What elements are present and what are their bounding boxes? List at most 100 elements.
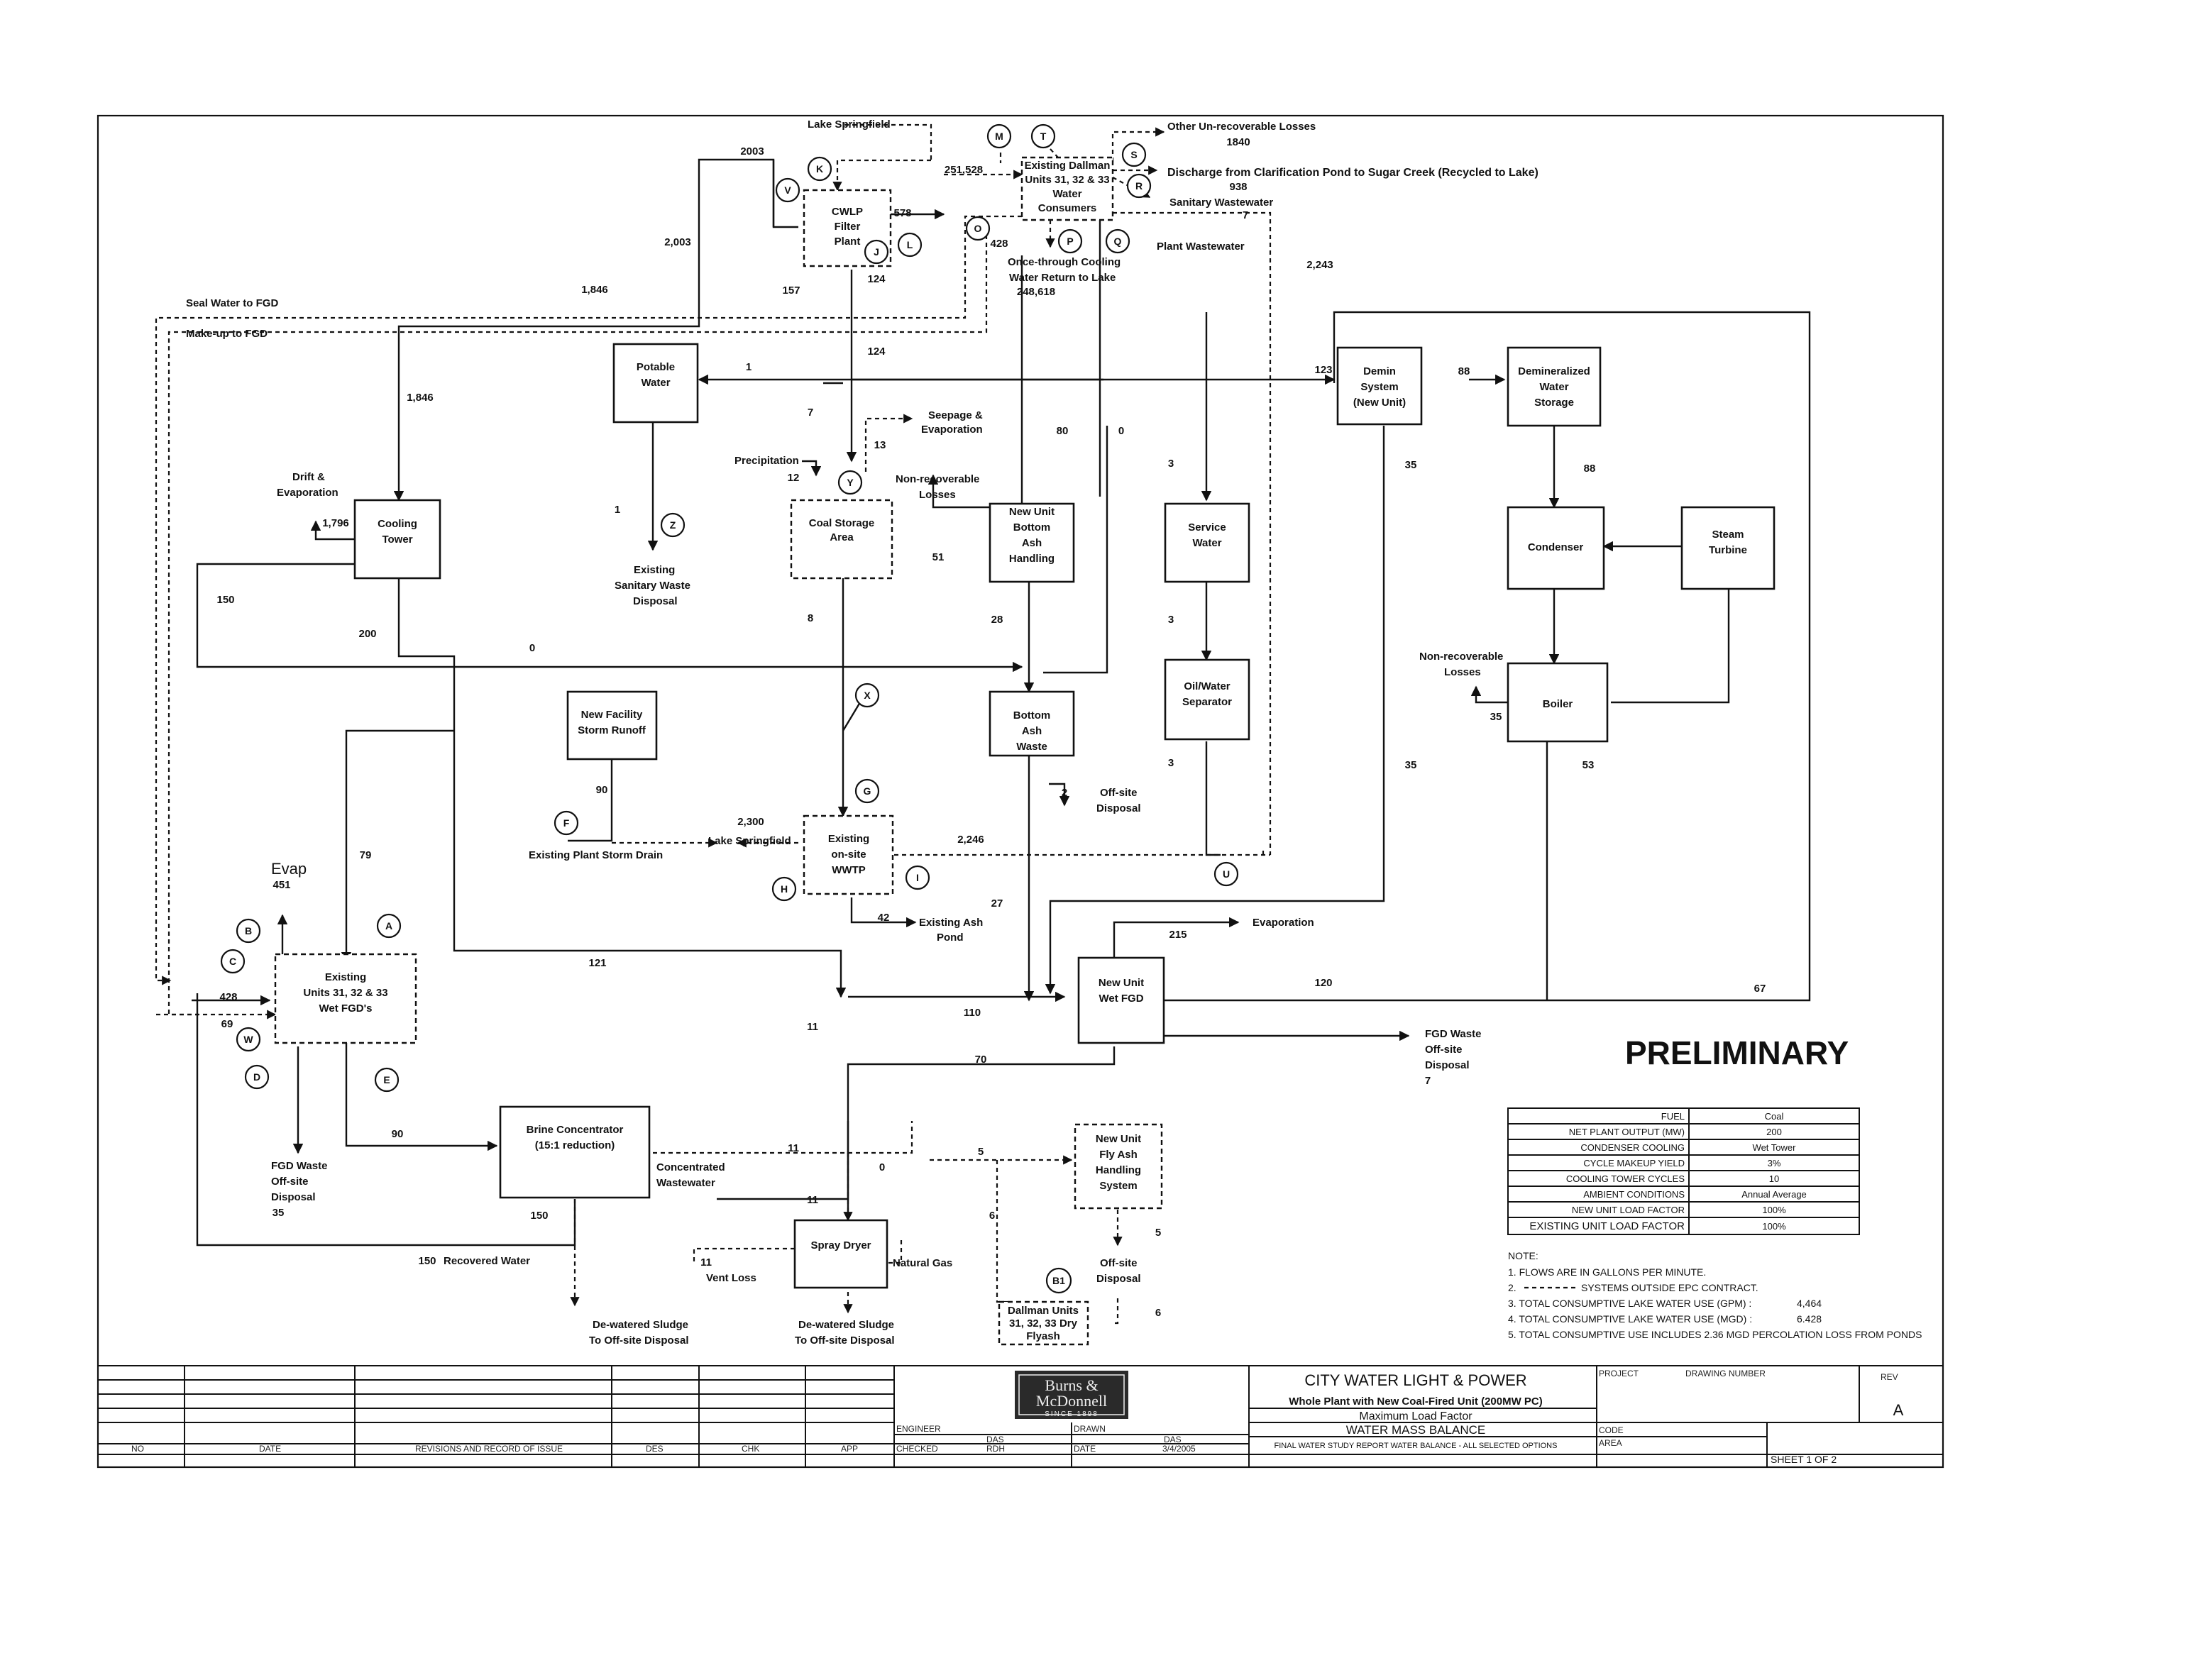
bottom-ash-waste-label-1: Bottom	[1013, 709, 1051, 722]
bubble: Q	[1105, 228, 1130, 254]
storage-label-2: Water	[1539, 381, 1568, 393]
flow-value: 28	[991, 614, 1003, 626]
bubble-letter: D	[253, 1071, 260, 1083]
title-block: NO DATE REVISIONS AND RECORD OF ISSUE DE…	[98, 1365, 1943, 1467]
annotation-labels: Lake Springfield Other Un-recoverable Lo…	[186, 118, 1538, 1347]
flow-value: 2,300	[737, 816, 764, 828]
drawing-number-label: DRAWING NUMBER	[1685, 1369, 1766, 1378]
logo-line-3: SINCE 1898	[1045, 1410, 1099, 1418]
param-label: CONDENSER COOLING	[1580, 1142, 1685, 1153]
existing-fgd-label-2: Units 31, 32 & 33	[303, 987, 387, 999]
flow-value: 80	[1057, 425, 1069, 437]
service-water-label-1: Service	[1188, 521, 1226, 534]
bubble: G	[854, 778, 880, 804]
param-value: 200	[1766, 1127, 1782, 1137]
node-bottom-ash-waste	[989, 690, 1075, 757]
storage-label-3: Storage	[1534, 397, 1574, 409]
flow-value: 938	[1229, 181, 1247, 193]
node-bottom-ash-handling	[989, 502, 1075, 583]
lake-springfield-top: Lake Springfield	[808, 118, 891, 131]
drawing-title: WATER MASS BALANCE	[1346, 1423, 1485, 1437]
flow-value: 35	[1490, 711, 1502, 723]
conc-ww-label-1: Concentrated	[656, 1161, 725, 1173]
dallman-flyash-label-2: 31, 32, 33 Dry	[1009, 1317, 1078, 1330]
bottom-ash-waste-label-3: Waste	[1016, 741, 1047, 753]
bubble: R	[1126, 173, 1152, 199]
bubble: D	[244, 1064, 270, 1090]
ash-pond-label-1: Existing Ash	[919, 917, 983, 929]
drift-label-2: Evaporation	[277, 487, 338, 499]
flow-value: 0	[1118, 425, 1124, 437]
dallman-label-4: Consumers	[1038, 202, 1097, 214]
bubble-letter: X	[864, 690, 871, 701]
process-nodes	[274, 156, 1776, 1346]
drift-label-1: Drift &	[292, 471, 325, 483]
flow-value: 11	[807, 1021, 818, 1033]
discharge-label: Discharge from Clarification Pond to Sug…	[1167, 167, 1538, 179]
node-demin-storage	[1507, 346, 1602, 427]
fgd-waste-existing-1: FGD Waste	[271, 1160, 327, 1172]
note-3-value: 4,464	[1797, 1298, 1822, 1309]
node-brine-concentrator	[499, 1105, 651, 1199]
flow-value: 42	[878, 912, 890, 924]
once-through-label-2: Water Return to Lake	[1009, 272, 1116, 284]
flow-value: 120	[1314, 977, 1332, 989]
bubble-letter: C	[229, 956, 236, 967]
demin-label-3: (New Unit)	[1353, 397, 1406, 409]
bubble-letter: I	[916, 872, 919, 883]
flow-value: 251,528	[945, 164, 983, 176]
precip-label: Precipitation	[734, 455, 799, 467]
coal-storage-label-2: Area	[830, 531, 854, 543]
col-no: NO	[131, 1444, 144, 1454]
note-4-value: 6.428	[1797, 1313, 1822, 1325]
flow-value: 428	[990, 238, 1008, 250]
plant-ww-label: Plant Wastewater	[1157, 241, 1245, 253]
offsite-disposal-label-2: Disposal	[1096, 802, 1141, 814]
flow-value: 121	[588, 957, 606, 969]
evap-label: Evap	[271, 860, 307, 878]
project-label: PROJECT	[1599, 1369, 1639, 1378]
param-label: NET PLANT OUTPUT (MW)	[1569, 1127, 1685, 1137]
flow-value: 150	[216, 594, 234, 606]
parameters-table: FUEL NET PLANT OUTPUT (MW) CONDENSER COO…	[1507, 1107, 1860, 1235]
flow-value: 215	[1169, 929, 1187, 941]
checked-label: CHECKED	[896, 1444, 938, 1454]
node-storm-runoff	[566, 690, 658, 761]
notes: NOTE: 1. FLOWS ARE IN GALLONS PER MINUTE…	[1508, 1250, 1922, 1340]
drawn-label: DRAWN	[1074, 1424, 1106, 1434]
flow-value: 150	[418, 1255, 436, 1267]
node-potable-water	[612, 343, 699, 424]
flow-value: 0	[879, 1161, 885, 1173]
sludge-1-label-1: De-watered Sludge	[593, 1319, 688, 1331]
flow-value: 6	[989, 1210, 995, 1222]
sludge-2-label-1: De-watered Sludge	[798, 1319, 894, 1331]
lake-springfield-mid: Lake Springfield	[708, 835, 791, 847]
bubble-letter: Z	[670, 519, 676, 531]
rev-label: REV	[1881, 1372, 1898, 1382]
flow-value: 1,846	[581, 284, 608, 296]
bubble: E	[374, 1067, 400, 1093]
bubble-letter: Q	[1114, 236, 1122, 247]
node-spray-dryer	[793, 1219, 888, 1289]
node-steam-turbine	[1680, 506, 1776, 590]
flow-value: 27	[991, 897, 1003, 910]
conc-ww-label-2: Wastewater	[656, 1177, 715, 1189]
node-new-fgd	[1077, 956, 1165, 1044]
param-label: NEW UNIT LOAD FACTOR	[1572, 1205, 1685, 1215]
param-value: Annual Average	[1741, 1189, 1807, 1200]
col-des: DES	[646, 1444, 664, 1454]
flow-value: 157	[782, 284, 800, 297]
fgd-waste-new-3: Disposal	[1425, 1059, 1470, 1071]
flow-value: 150	[530, 1210, 548, 1222]
bottom-ash-handling-label-3: Ash	[1022, 537, 1042, 549]
dallman-flyash-label-3: Flyash	[1026, 1330, 1060, 1342]
flow-value: 6	[1155, 1307, 1161, 1319]
flow-value: 2,003	[664, 236, 691, 248]
bubble: S	[1121, 142, 1147, 167]
node-dallman-flyash	[998, 1300, 1089, 1346]
fly-ash-label-4: System	[1099, 1180, 1137, 1192]
flow-value: 7	[808, 407, 813, 419]
fgd-waste-existing-3: Disposal	[271, 1191, 316, 1203]
storm-runoff-label-2: Storm Runoff	[578, 724, 646, 736]
